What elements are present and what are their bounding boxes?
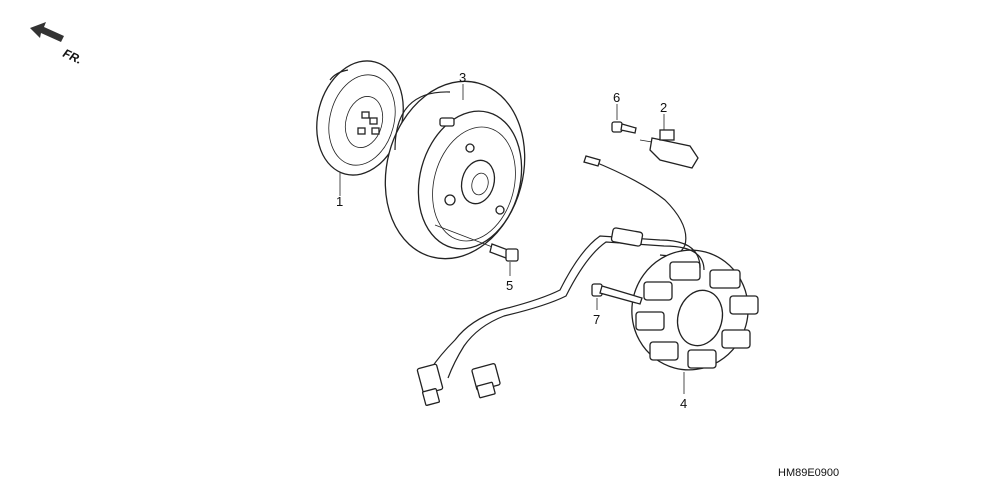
stator-bolt-part — [591, 283, 643, 305]
stator-part — [631, 249, 759, 371]
callout-6: 6 — [613, 90, 620, 105]
wire-terminal-part — [583, 155, 601, 167]
small-bolt-part — [611, 121, 637, 134]
front-direction-label: FR. — [61, 46, 84, 67]
pulse-generator-part — [639, 129, 699, 169]
callout-4: 4 — [680, 396, 687, 411]
stator-wire-harness — [416, 227, 705, 406]
callout-7: 7 — [593, 312, 600, 327]
flywheel-bolt-part — [434, 224, 519, 262]
front-direction-arrow-icon — [30, 22, 64, 42]
callout-3: 3 — [459, 70, 466, 85]
callout-1: 1 — [336, 194, 343, 209]
callout-5: 5 — [506, 278, 513, 293]
flywheel-part — [384, 80, 526, 260]
callout-2: 2 — [660, 100, 667, 115]
diagram-code: HM89E0900 — [778, 467, 839, 479]
